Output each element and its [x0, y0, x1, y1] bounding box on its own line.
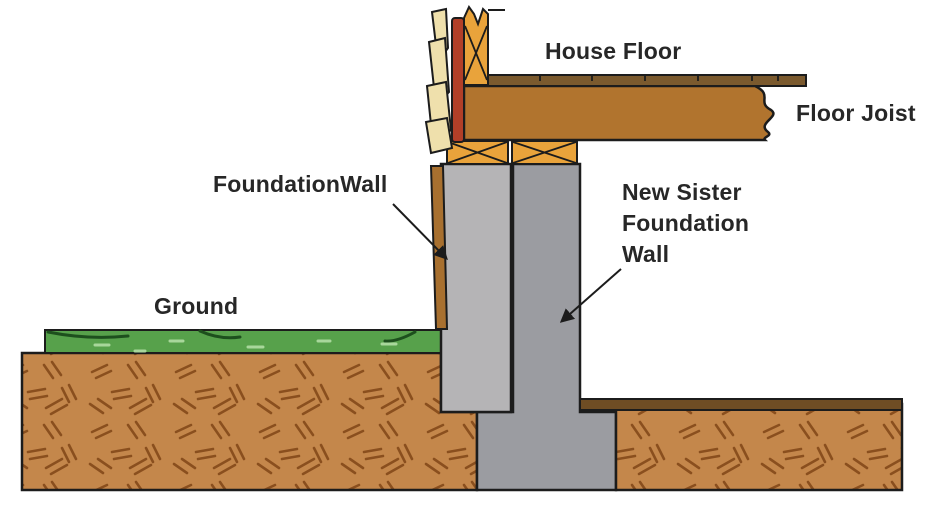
label-ground: Ground	[154, 293, 239, 319]
arrow-to-foundation-wall	[392, 203, 448, 260]
stud-x-brace	[464, 25, 488, 81]
label-new-sister-line-3: Wall	[622, 241, 670, 267]
interior-soil-texture	[614, 402, 904, 492]
sill-plate-left-x	[447, 141, 508, 164]
grass-strip	[44, 329, 442, 354]
old-foundation-wall	[439, 162, 513, 414]
label-new-sister-line-2: Foundation	[622, 210, 750, 236]
label-floor-joist: Floor Joist	[796, 100, 916, 126]
interior-soil-top-band	[579, 398, 903, 411]
label-house-floor: House Floor	[545, 38, 682, 64]
floor-joist-band	[462, 84, 775, 142]
house-floor-boards	[487, 74, 807, 87]
exterior-board	[429, 165, 449, 330]
label-foundation-wall: FoundationWall	[213, 171, 388, 197]
label-new-sister-line-1: New Sister	[622, 179, 742, 205]
floor-board-joints	[539, 75, 779, 81]
sill-plate-right-x	[512, 141, 577, 164]
siding-shingles	[424, 7, 454, 155]
grass-dark-marks	[46, 329, 417, 343]
grass-light-marks	[93, 339, 398, 353]
siding-shingle-4	[424, 116, 454, 155]
arrow-to-sister-wall	[559, 268, 622, 323]
exterior-soil-texture	[20, 351, 479, 492]
label-new-sister-foundation-wall: New Sister Foundation Wall	[622, 177, 749, 270]
sheathing-red-board	[451, 17, 465, 143]
